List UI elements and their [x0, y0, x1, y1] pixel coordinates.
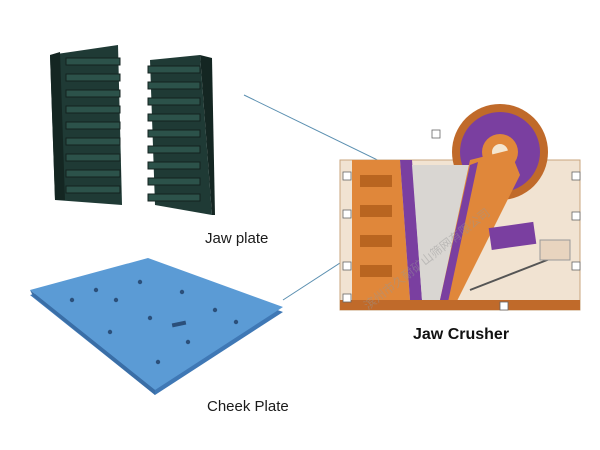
jaw-plate-label: Jaw plate [205, 230, 269, 247]
jaw-plate-right-image [147, 55, 215, 215]
cheek-plate-label: Cheek Plate [207, 398, 289, 415]
jaw-plate-left-image [50, 45, 122, 205]
jaw-crusher-label: Jaw Crusher [413, 326, 510, 343]
connector-jaw-plate [243, 94, 399, 171]
cheek-plate-image [30, 258, 283, 395]
jaw-crusher-image [339, 104, 581, 311]
